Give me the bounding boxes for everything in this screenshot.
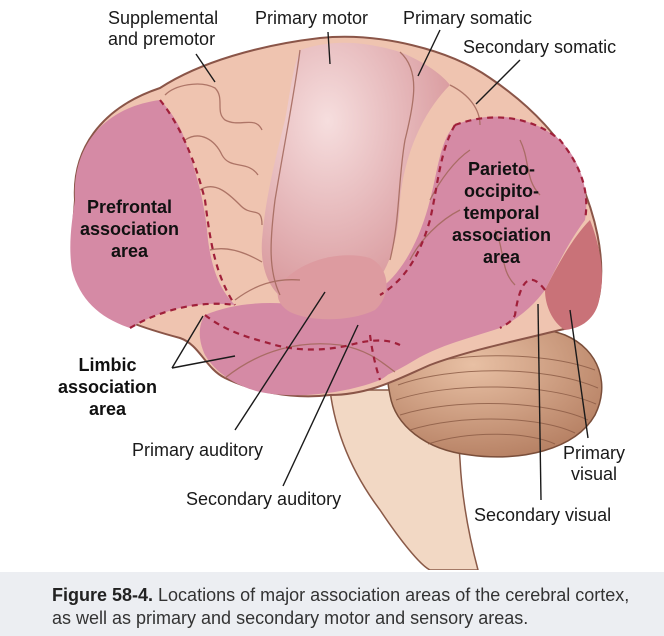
pot-association-region	[339, 116, 587, 388]
brain-diagram: Supplemental and premotor Primary motor …	[58, 8, 625, 571]
prefrontal-association-region	[70, 100, 235, 328]
label-secondary-visual: Secondary visual	[474, 505, 612, 525]
association-boundaries	[129, 99, 588, 381]
label-prefrontal-association: Prefrontal association area	[80, 197, 180, 261]
label-supplemental-premotor: Supplemental and premotor	[108, 8, 219, 49]
motor-somatic-band	[261, 42, 450, 305]
caption-text: Locations of major association areas of …	[52, 585, 630, 628]
label-pot-association: Parieto- occipito- temporal association …	[452, 159, 552, 267]
label-secondary-somatic: Secondary somatic	[463, 37, 617, 57]
leader-lines	[171, 29, 589, 501]
caption-background	[0, 572, 664, 636]
label-primary-visual: Primary visual	[563, 443, 625, 484]
brain-illustration	[70, 29, 603, 571]
visual-region	[545, 220, 602, 330]
label-primary-somatic: Primary somatic	[403, 8, 533, 28]
label-secondary-auditory: Secondary auditory	[186, 489, 342, 509]
label-primary-auditory: Primary auditory	[132, 440, 264, 460]
auditory-region	[277, 255, 387, 320]
gyri-lines	[164, 49, 541, 379]
label-primary-motor: Primary motor	[255, 8, 369, 28]
figure-number: Figure 58-4.	[52, 585, 154, 605]
figure-caption: Figure 58-4. Locations of major associat…	[52, 584, 642, 630]
label-limbic-association: Limbic association area	[58, 355, 158, 419]
